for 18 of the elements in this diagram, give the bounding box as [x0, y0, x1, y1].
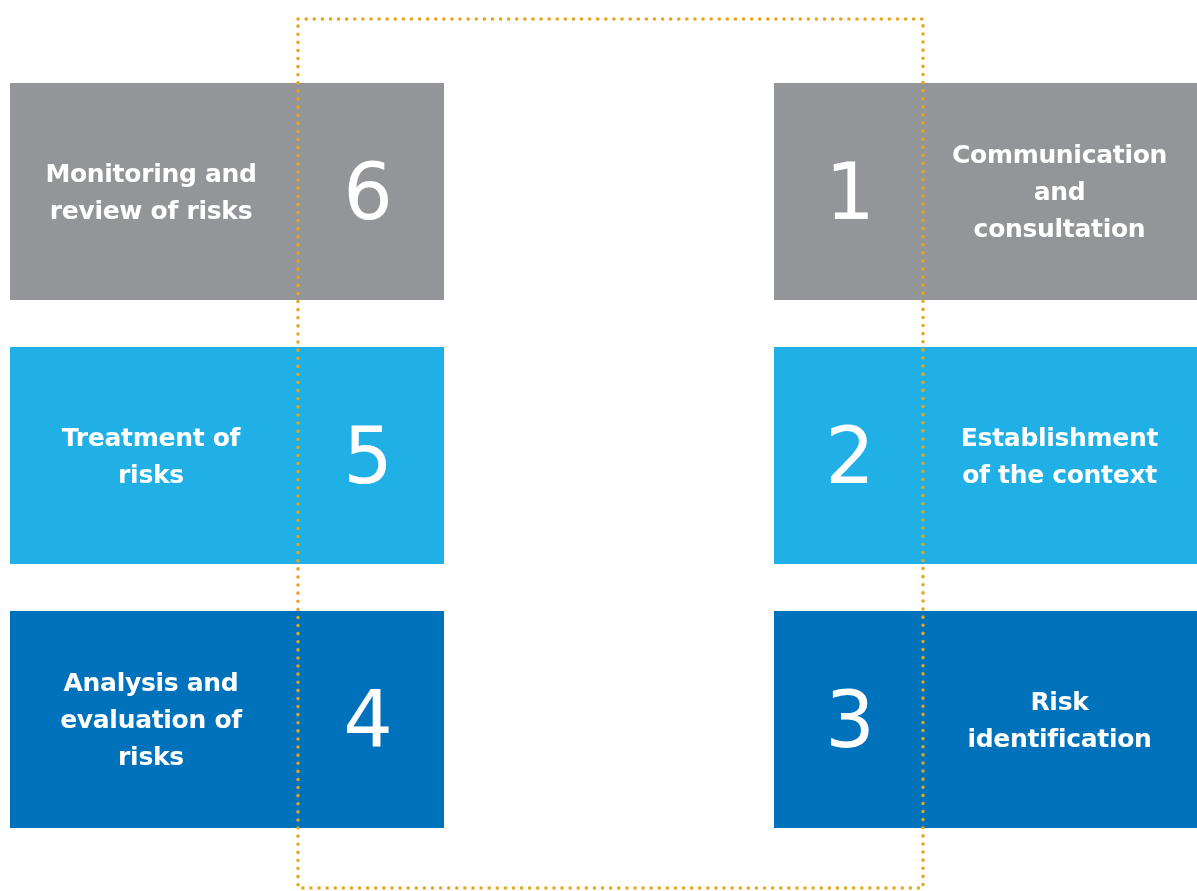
step-box: [774, 83, 1197, 300]
step-number: 3: [825, 674, 875, 765]
step-box: [10, 83, 444, 300]
step-box: [10, 347, 444, 564]
step-number: 1: [825, 146, 875, 237]
step-number: 4: [343, 674, 393, 765]
step-label: Monitoring and review of risks: [44, 157, 258, 227]
step-box: [10, 611, 444, 828]
step-label: Risk identification: [966, 685, 1153, 755]
step-label: Treatment of risks: [60, 421, 242, 491]
step-box: [774, 611, 1197, 828]
step-number: 5: [343, 410, 393, 501]
step-label: Analysis and evaluation of risks: [59, 667, 244, 773]
step-label: Establishment of the context: [959, 421, 1160, 491]
step-number: 6: [343, 146, 393, 237]
step-box: [774, 347, 1197, 564]
step-number: 2: [825, 410, 875, 501]
step-label: Communication and consultation: [950, 139, 1169, 245]
